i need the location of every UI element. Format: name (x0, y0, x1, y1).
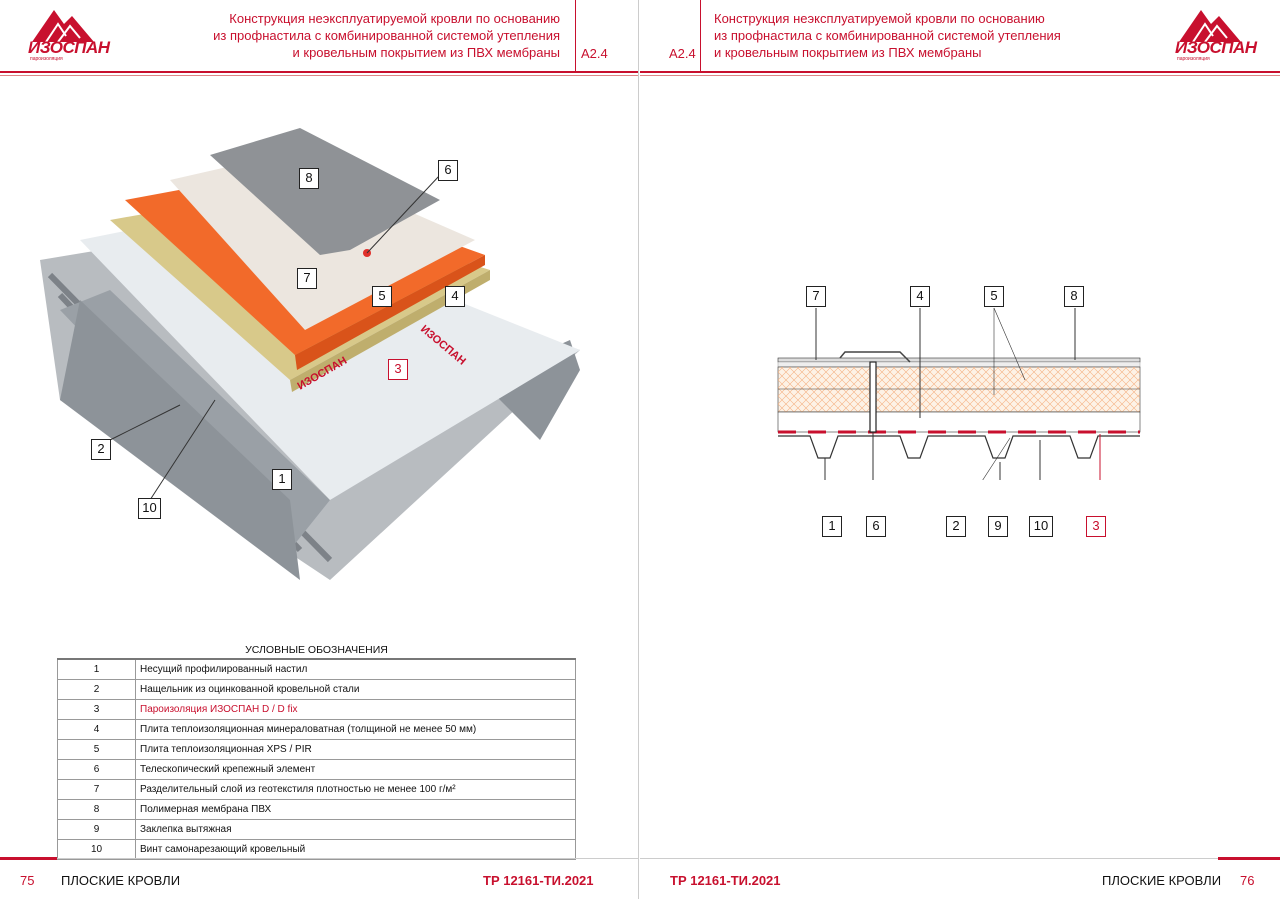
diagram-callout-6: 6 (866, 516, 886, 537)
legend-num: 8 (57, 798, 136, 820)
legend-title: УСЛОВНЫЕ ОБОЗНАЧЕНИЯ (245, 644, 388, 656)
footer-rule (640, 858, 1280, 859)
legend-num: 10 (57, 838, 136, 860)
mountain-logo-icon (1179, 10, 1241, 43)
footer-accent (0, 857, 57, 860)
title-line: Конструкция неэксплуатируемой кровли по … (229, 11, 560, 26)
section-code: А2.4 (669, 46, 696, 61)
callout-10: 10 (138, 498, 161, 519)
legend-num: 2 (57, 678, 136, 700)
callout-8: 8 (299, 168, 319, 189)
title-line: из профнастила с комбинированной системо… (213, 28, 560, 43)
mountain-logo-icon (32, 10, 94, 43)
header-rule-thin (640, 75, 1280, 76)
leader-lines (815, 307, 1076, 418)
roof-3d-illustration: ИЗОСПАН ИЗОСПАН (40, 128, 580, 580)
callout-5: 5 (372, 286, 392, 307)
title-line: Конструкция неэксплуатируемой кровли по … (714, 11, 1045, 26)
legend-num: 9 (57, 818, 136, 840)
doc-code: ТР 12161-ТИ.2021 (670, 873, 781, 888)
header-rule (0, 71, 638, 73)
footer-accent (1218, 857, 1280, 860)
legend-text: Пароизоляция ИЗОСПАН D / D fix (135, 698, 576, 720)
diagram-callout-2: 2 (946, 516, 966, 537)
callout-1: 1 (272, 469, 292, 490)
legend-num: 7 (57, 778, 136, 800)
diagram-callout-3: 3 (1086, 516, 1106, 537)
diagram-callout-4: 4 (910, 286, 930, 307)
legend-text: Заклепка вытяжная (135, 818, 576, 840)
legend-num: 5 (57, 738, 136, 760)
title-line: из профнастила с комбинированной системо… (714, 28, 1061, 43)
legend-text: Плита теплоизоляционная минераловатная (… (135, 718, 576, 740)
header-rule (640, 71, 1280, 73)
diagram-callout-9: 9 (988, 516, 1008, 537)
diagram-callout-5: 5 (984, 286, 1004, 307)
legend-text: Винт самонарезающий кровельный (135, 838, 576, 860)
callout-2: 2 (91, 439, 111, 460)
legend-text: Разделительный слой из геотекстиля плотн… (135, 778, 576, 800)
page-title: Конструкция неэксплуатируемой кровли по … (213, 10, 560, 61)
callout-3: 3 (388, 359, 408, 380)
page-title: Конструкция неэксплуатируемой кровли по … (714, 10, 1061, 61)
legend-text: Плита теплоизоляционная XPS / PIR (135, 738, 576, 760)
header-rule-thin (0, 75, 638, 76)
page-number: 76 (1240, 873, 1255, 888)
diagram-callout-1: 1 (822, 516, 842, 537)
doc-code: ТР 12161-ТИ.2021 (483, 873, 594, 888)
callout-7: 7 (297, 268, 317, 289)
callout-6: 6 (438, 160, 458, 181)
title-line: и кровельным покрытием из ПВХ мембраны (714, 45, 982, 60)
section-name: ПЛОСКИЕ КРОВЛИ (61, 873, 181, 888)
diagram-callout-10: 10 (1029, 516, 1053, 537)
legend-num: 3 (57, 698, 136, 720)
callout-4: 4 (445, 286, 465, 307)
legend-num: 1 (57, 658, 136, 680)
legend-text: Нащельник из оцинкованной кровельной ста… (135, 678, 576, 700)
page-number: 75 (20, 873, 35, 888)
legend-text: Полимерная мембрана ПВХ (135, 798, 576, 820)
diagram-callout-7: 7 (806, 286, 826, 307)
section-code: А2.4 (581, 46, 608, 61)
legend-num: 6 (57, 758, 136, 780)
legend-num: 4 (57, 718, 136, 740)
title-line: и кровельным покрытием из ПВХ мембраны (292, 45, 560, 60)
legend-text: Несущий профилированный настил (135, 658, 576, 680)
header-divider (700, 0, 701, 72)
diagram-callout-8: 8 (1064, 286, 1084, 307)
legend-text: Телескопический крепежный элемент (135, 758, 576, 780)
roof-cross-section (777, 351, 1141, 480)
header-divider (575, 0, 576, 72)
section-name: ПЛОСКИЕ КРОВЛИ (1102, 873, 1222, 888)
footer-rule (0, 858, 638, 859)
page-divider (638, 0, 639, 899)
